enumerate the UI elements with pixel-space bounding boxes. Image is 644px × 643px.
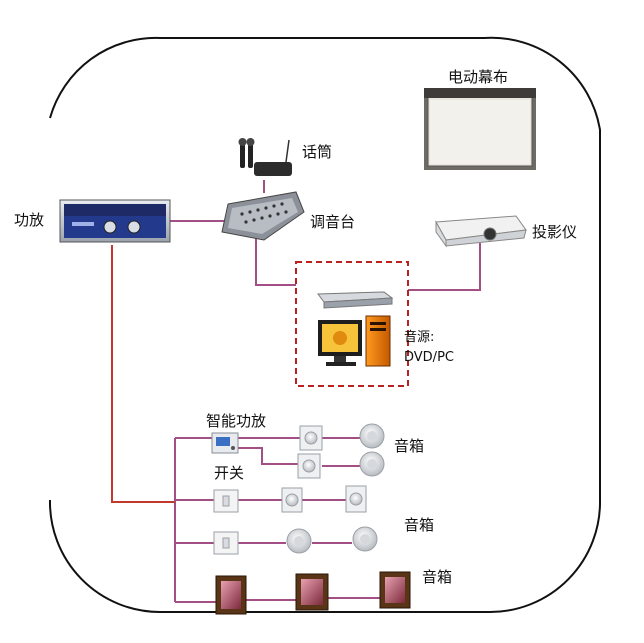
wall-speaker bbox=[299, 425, 323, 451]
picture-frame-speaker bbox=[379, 571, 411, 609]
projector-label: 投影仪 bbox=[532, 223, 578, 241]
amplifier bbox=[59, 199, 171, 243]
wall-switch bbox=[213, 489, 239, 513]
ceiling-speaker bbox=[352, 526, 378, 552]
source-group-box bbox=[295, 261, 409, 387]
source-devices-label: DVD/PC bbox=[404, 350, 454, 365]
microphone bbox=[238, 138, 292, 176]
wires bbox=[170, 180, 481, 603]
source-title-label: 音源: bbox=[404, 330, 435, 345]
speaker-label: 音箱 bbox=[394, 437, 425, 455]
projector bbox=[435, 215, 527, 248]
switch-label: 开关 bbox=[214, 464, 245, 482]
mixer-label: 调音台 bbox=[310, 213, 356, 231]
ceiling-speaker bbox=[359, 451, 385, 477]
mic-label: 话筒 bbox=[302, 143, 333, 161]
picture-frame-speaker bbox=[295, 573, 329, 611]
ceiling-speaker bbox=[286, 528, 312, 554]
projection-screen bbox=[424, 88, 536, 170]
speaker-label: 音箱 bbox=[404, 516, 435, 534]
wall-speaker bbox=[345, 485, 367, 513]
wall-speaker bbox=[281, 487, 303, 513]
amplifier-label: 功放 bbox=[14, 211, 45, 229]
smart-amp-label: 智能功放 bbox=[206, 412, 267, 430]
dvd-player bbox=[317, 291, 394, 309]
picture-frame-speaker bbox=[215, 575, 247, 615]
outer-frame bbox=[48, 36, 602, 613]
ceiling-speaker bbox=[359, 423, 385, 449]
speaker-label: 音箱 bbox=[422, 568, 453, 586]
wall-speaker bbox=[297, 453, 321, 479]
mixer bbox=[221, 191, 305, 241]
wall-switch bbox=[213, 531, 239, 555]
screen-label: 电动幕布 bbox=[448, 68, 509, 86]
smart-amp-panel bbox=[211, 432, 239, 454]
amp-output-wire bbox=[111, 245, 175, 503]
pc bbox=[318, 315, 391, 367]
